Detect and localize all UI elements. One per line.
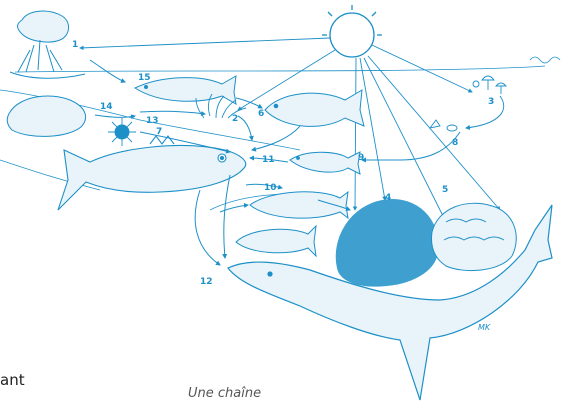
label-1: 1 <box>72 40 78 50</box>
label-8: 8 <box>452 138 458 148</box>
label-6: 6 <box>258 109 264 119</box>
label-13: 13 <box>146 116 159 126</box>
label-5: 5 <box>442 185 448 195</box>
manatee-icon <box>7 96 85 136</box>
small-fish-icon <box>290 152 360 174</box>
label-14: 14 <box>100 102 113 112</box>
lettuce-coral-icon <box>432 203 517 270</box>
cropped-side-text: ant <box>0 371 25 389</box>
label-15: 15 <box>138 73 151 83</box>
label-12: 12 <box>200 277 213 287</box>
label-7: 7 <box>156 127 162 137</box>
seabream-fish-icon <box>265 90 364 126</box>
parrotfish-icon <box>236 192 348 256</box>
detritus-icon <box>430 120 457 131</box>
label-4: 4 <box>385 193 391 203</box>
fungi-icon <box>473 76 506 94</box>
label-2: 2 <box>232 114 238 124</box>
illustrator-signature: MK <box>478 323 491 332</box>
label-9: 9 <box>358 153 364 163</box>
grouper-fish-icon <box>58 136 246 210</box>
sun-icon <box>322 5 382 57</box>
brain-coral-icon <box>336 200 438 287</box>
figure-caption: Une chaîne <box>188 386 261 401</box>
label-11: 11 <box>262 155 275 165</box>
label-10: 10 <box>264 183 277 193</box>
label-3: 3 <box>488 97 494 107</box>
sea-urchin-icon <box>108 118 136 146</box>
